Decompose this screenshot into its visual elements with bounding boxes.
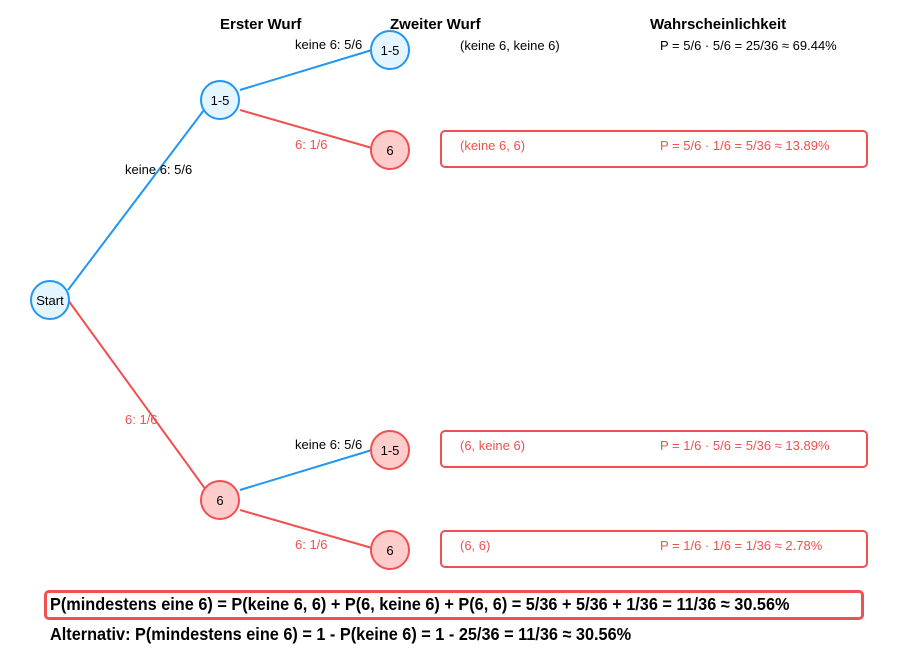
edge-start-to-no6 xyxy=(67,109,205,291)
edge-start-to-6 xyxy=(67,299,207,491)
outcome-probability: P = 5/6 · 5/6 = 25/36 ≈ 69.44% xyxy=(660,38,837,53)
edge-label-no6-no6: keine 6: 5/6 xyxy=(295,37,363,52)
summary-alternative-formula: Alternativ: P(mindestens eine 6) = 1 - P… xyxy=(50,624,632,644)
outcome-probability: P = 5/6 · 1/6 = 5/36 ≈ 13.89% xyxy=(660,138,830,153)
node-first-no6: 1-5 xyxy=(200,80,240,120)
header-probability: Wahrscheinlichkeit xyxy=(650,16,787,33)
outcome-highlight-box xyxy=(440,430,868,468)
edge-no6-to-6 xyxy=(239,109,373,149)
summary-highlight-box xyxy=(44,590,864,620)
outcome-event: (keine 6, keine 6) xyxy=(460,38,560,53)
node-second-no6-6: 6 xyxy=(370,130,410,170)
node-second-6-6: 6 xyxy=(370,530,410,570)
edge-label-6-6: 6: 1/6 xyxy=(295,537,328,552)
node-first-6: 6 xyxy=(200,480,240,520)
header-first-throw: Erster Wurf xyxy=(220,16,302,33)
node-start: Start xyxy=(30,280,70,320)
outcome-event: (keine 6, 6) xyxy=(460,138,526,153)
edge-label-no6-6: 6: 1/6 xyxy=(295,137,328,152)
edge-label-6-no6: keine 6: 5/6 xyxy=(295,437,363,452)
outcome-event: (6, 6) xyxy=(460,538,491,553)
summary-main-formula: P(mindestens eine 6) = P(keine 6, 6) + P… xyxy=(50,594,790,614)
edge-6-to-6 xyxy=(239,509,373,549)
edge-no6-to-no6 xyxy=(239,49,373,91)
edge-label-start-6: 6: 1/6 xyxy=(125,412,158,427)
outcome-highlight-box xyxy=(440,130,868,168)
outcome-probability: P = 1/6 · 1/6 = 1/36 ≈ 2.78% xyxy=(660,538,823,553)
edge-label-start-no6: keine 6: 5/6 xyxy=(125,162,193,177)
edge-6-to-no6 xyxy=(239,449,373,491)
header-second-throw: Zweiter Wurf xyxy=(390,16,481,33)
outcome-probability: P = 1/6 · 5/6 = 5/36 ≈ 13.89% xyxy=(660,438,830,453)
node-second-6-no6: 1-5 xyxy=(370,430,410,470)
outcome-highlight-box xyxy=(440,530,868,568)
outcome-event: (6, keine 6) xyxy=(460,438,526,453)
node-second-no6-no6: 1-5 xyxy=(370,30,410,70)
